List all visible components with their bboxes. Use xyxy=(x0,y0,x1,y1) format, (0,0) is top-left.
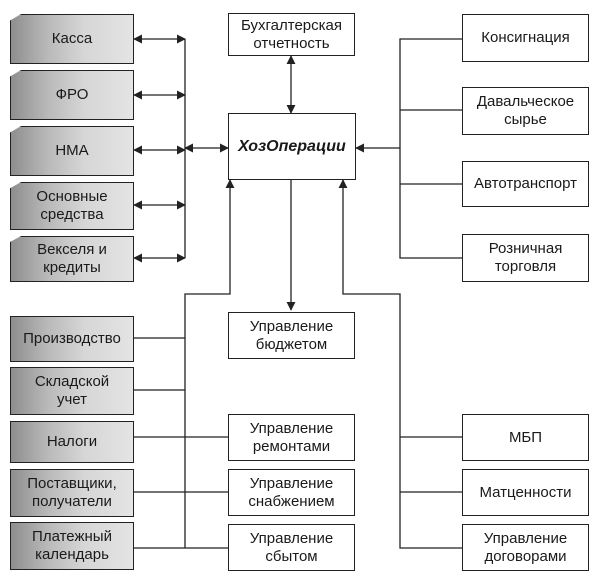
box-sbyt: Управление сбытом xyxy=(228,524,355,571)
box-nalogi: Налоги xyxy=(10,421,134,463)
box-matcen: Матценности xyxy=(462,469,589,516)
box-snab: Управление снабжением xyxy=(228,469,355,516)
box-postav: Поставщики, получатели xyxy=(10,469,134,517)
box-mbp: МБП xyxy=(462,414,589,461)
box-daval: Давальческое сырье xyxy=(462,87,589,135)
box-buh: Бухгалтерская отчетность xyxy=(228,13,355,56)
box-fro: ФРО xyxy=(10,70,134,120)
box-rozn: Розничная торговля xyxy=(462,234,589,282)
box-dogov: Управление договорами xyxy=(462,524,589,571)
box-hoz: ХозОперации xyxy=(228,113,356,180)
box-plat: Платежный календарь xyxy=(10,522,134,570)
box-avto: Автотранспорт xyxy=(462,161,589,207)
box-remont: Управление ремонтами xyxy=(228,414,355,461)
arrow-left-bottom-hoz xyxy=(184,179,235,548)
box-os: Основные средства xyxy=(10,182,134,230)
arrow-right-bottom-hoz xyxy=(338,179,462,549)
box-nma: НМА xyxy=(10,126,134,176)
box-proizv: Производство xyxy=(10,316,134,362)
box-kassa: Касса xyxy=(10,14,134,64)
box-budget: Управление бюджетом xyxy=(228,312,355,359)
box-veksel: Векселя и кредиты xyxy=(10,236,134,282)
right-top-bus xyxy=(399,38,462,259)
box-sklad: Складской учет xyxy=(10,367,134,415)
box-konsig: Консигнация xyxy=(462,14,589,62)
